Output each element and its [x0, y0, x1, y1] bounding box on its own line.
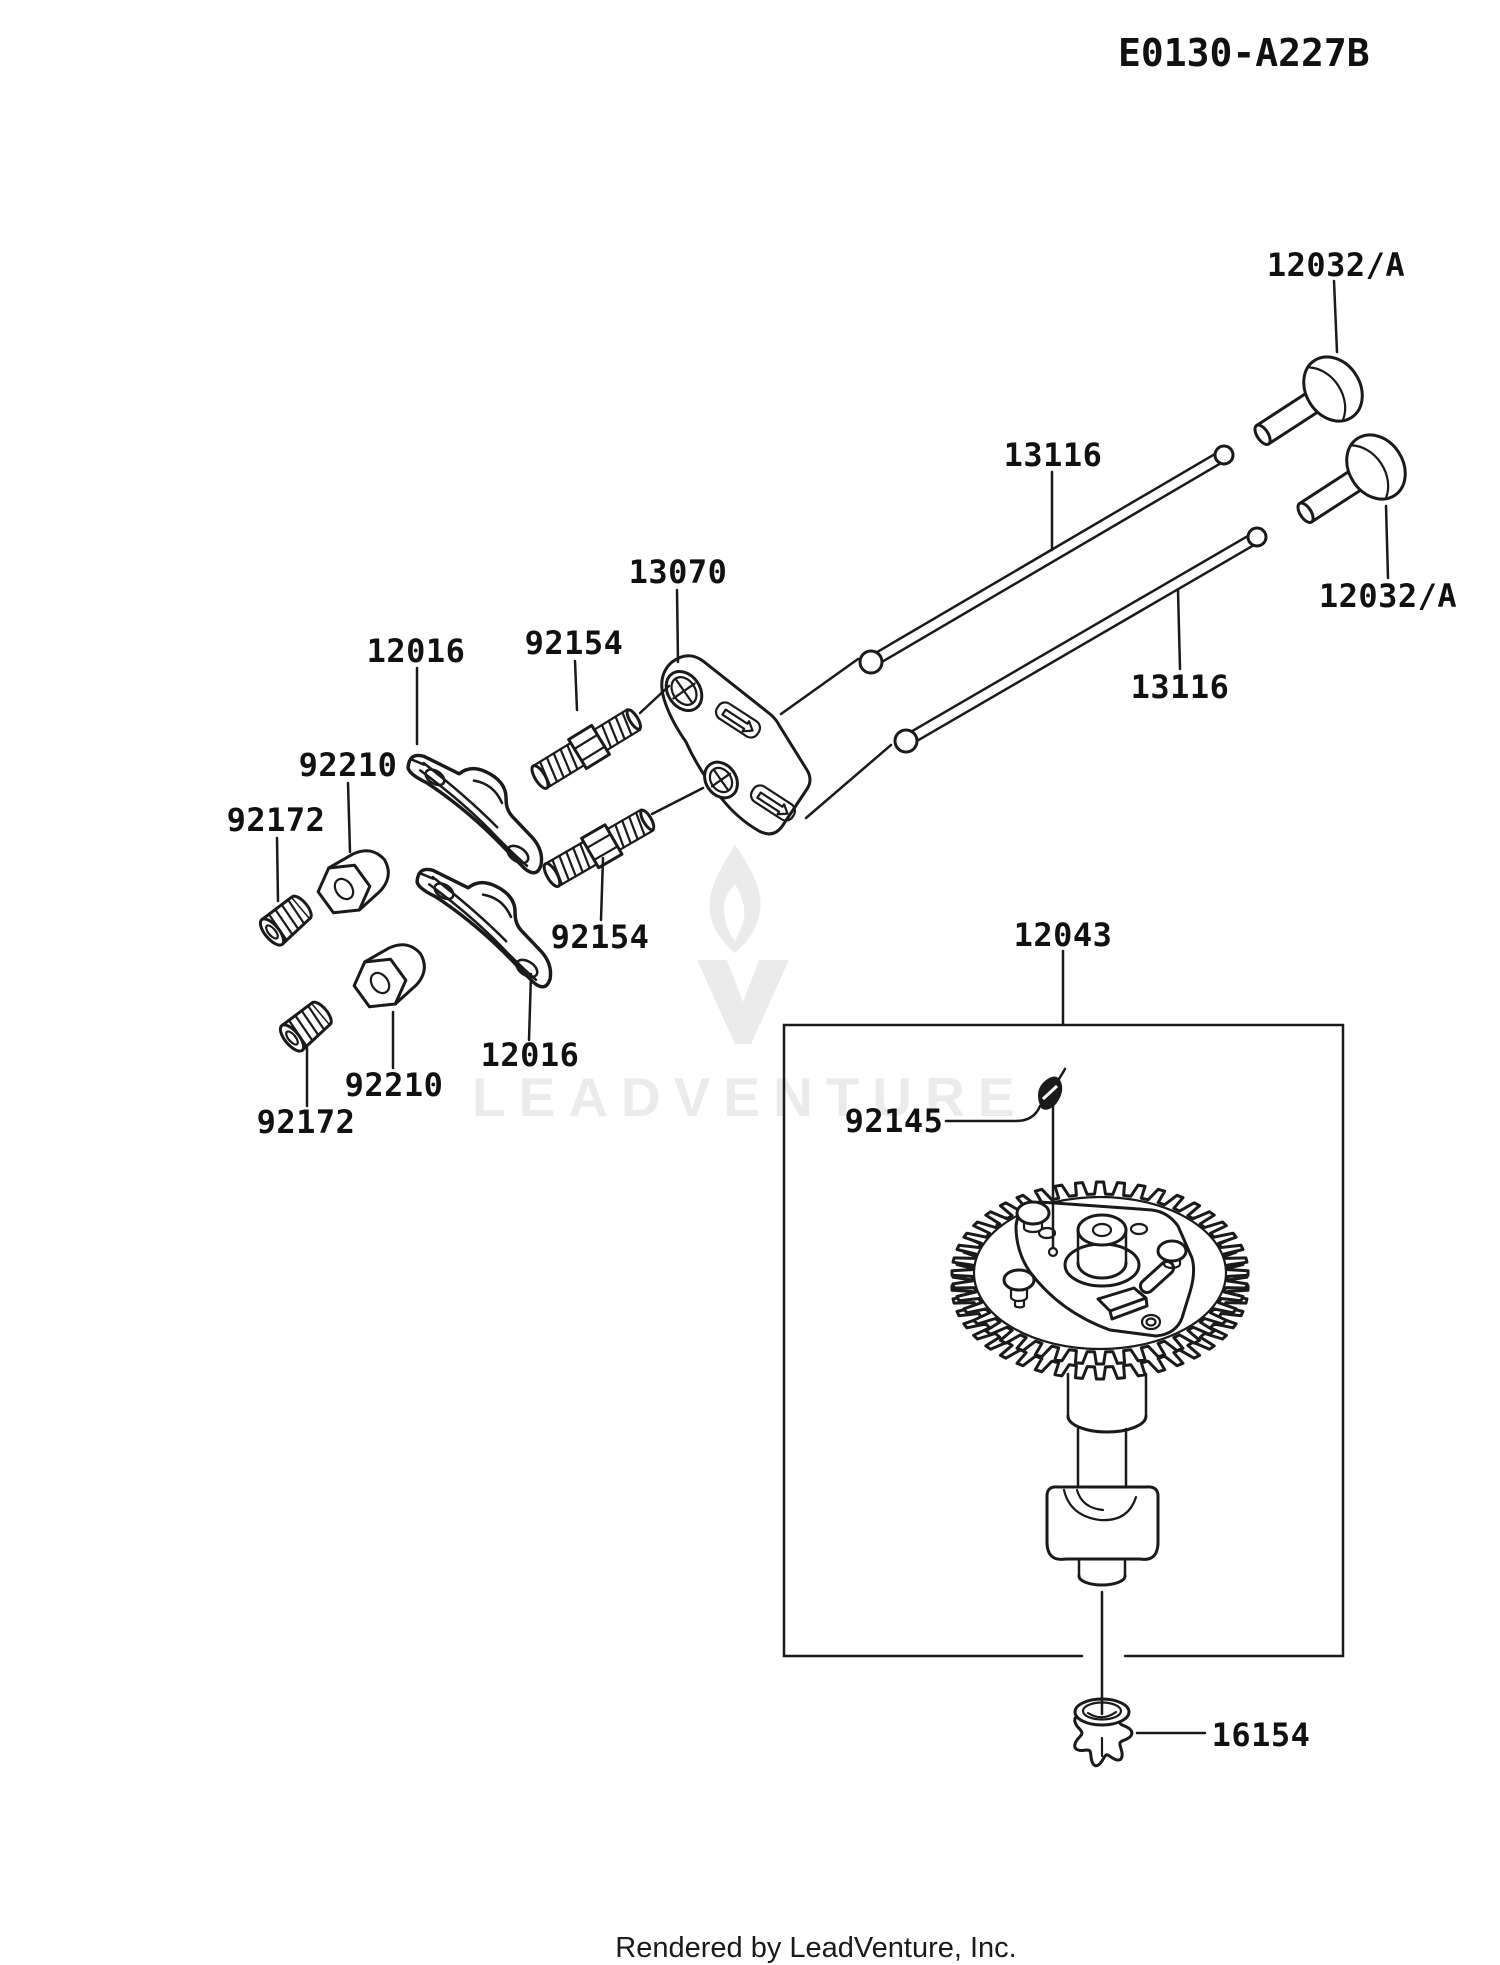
leader-spring [944, 1104, 1042, 1123]
governor-pins [1002, 1200, 1188, 1321]
part-label-rotor: 16154 [1212, 1716, 1311, 1754]
footer-credit: Rendered by LeadVenture, Inc. [615, 1932, 1016, 1964]
rocker-top-drawing [392, 731, 570, 878]
part-label-stud-bottom: 92154 [551, 918, 650, 956]
part-label-set-screw-top: 92172 [227, 801, 326, 839]
part-label-camshaft: 12043 [1014, 916, 1113, 954]
part-label-rocker-top: 12016 [367, 632, 466, 670]
part-label-pushrod-bottom: 13116 [1131, 668, 1230, 706]
flame-icon [709, 845, 761, 953]
valve-bottom-drawing [1280, 422, 1419, 546]
watermark-text: LEADVENTURE [472, 1066, 1028, 1128]
plate-drawing [660, 654, 812, 836]
leader-pivot-nut-top [346, 781, 352, 854]
set-screw-top-drawing [254, 889, 318, 951]
part-label-set-screw-bottom: 92172 [257, 1103, 356, 1141]
leadventure-v-logo-icon [697, 960, 789, 1044]
leader-rocker-bottom [527, 972, 533, 1042]
leader-pushrod-bottom [1176, 588, 1182, 671]
leader-plate [675, 588, 680, 664]
diagram-code: E0130-A227B [1118, 31, 1370, 75]
part-label-stud-top: 92154 [525, 624, 624, 662]
leader-stud-bottom [599, 856, 605, 922]
pivot-nut-top-drawing [309, 837, 402, 925]
part-label-pivot-nut-top: 92210 [299, 746, 398, 784]
leader-set-screw-top [275, 836, 280, 903]
part-label-rocker-bottom: 12016 [481, 1036, 580, 1074]
leader-valve-bottom [1384, 504, 1390, 580]
part-label-plate: 13070 [629, 553, 728, 591]
camshaft-drawing [950, 1180, 1250, 1587]
part-label-pivot-nut-bottom: 92210 [345, 1066, 444, 1104]
part-label-spring: 92145 [845, 1102, 944, 1140]
watermark: LEADVENTURE [472, 845, 1028, 1128]
stud-bottom-drawing [537, 801, 661, 894]
pivot-nut-bottom-drawing [345, 931, 438, 1019]
part-label-pushrod-top: 13116 [1004, 436, 1103, 474]
pushrod-bottom-drawing [893, 526, 1268, 754]
assembly-lines [638, 657, 893, 820]
leader-lines [275, 279, 1390, 1735]
set-screw-bottom-drawing [274, 995, 338, 1057]
spring-drawing [1037, 1067, 1067, 1110]
part-label-valve-top: 12032/A [1267, 246, 1405, 284]
leader-stud-top [573, 659, 579, 712]
stud-top-drawing [525, 701, 648, 796]
part-label-valve-bottom: 12032/A [1319, 577, 1457, 615]
oil-pump-rotor-drawing [1073, 1697, 1134, 1768]
pushrod-top-drawing [858, 444, 1235, 675]
leader-valve-top [1332, 279, 1339, 354]
